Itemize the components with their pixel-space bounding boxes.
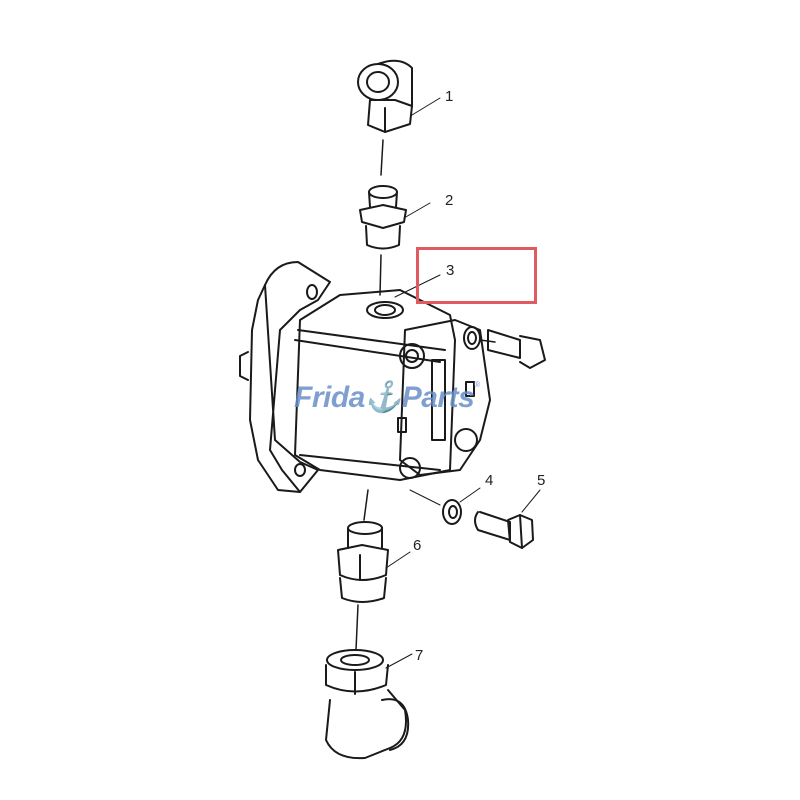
part-7-elbow-fitting xyxy=(325,649,413,760)
callout-7: 7 xyxy=(415,647,424,664)
watermark-text-right: Parts xyxy=(401,381,475,414)
highlight-box-part-3 xyxy=(416,247,537,304)
callout-6: 6 xyxy=(413,537,422,554)
watermark-text-left: Frida xyxy=(294,381,365,414)
callout-1: 1 xyxy=(445,88,454,105)
axis-line xyxy=(380,139,384,176)
part-5-bolt xyxy=(474,489,541,549)
watermark-logo: Frida⚓Parts® xyxy=(294,380,480,415)
part-3-gear-pump xyxy=(239,261,491,493)
part-2-straight-adapter xyxy=(359,185,431,250)
part-6-straight-adapter xyxy=(337,521,411,603)
callout-2: 2 xyxy=(445,192,454,209)
axis-line xyxy=(379,254,382,296)
axis-line xyxy=(409,489,441,506)
axis-line xyxy=(363,489,369,521)
watermark-anchor-icon: ⚓ xyxy=(364,381,402,414)
callout-4: 4 xyxy=(485,472,494,489)
registered-mark: ® xyxy=(474,380,480,389)
side-bolt xyxy=(487,329,546,369)
axis-line xyxy=(355,604,359,651)
callout-3: 3 xyxy=(446,262,455,279)
callout-5: 5 xyxy=(537,472,546,489)
part-1-elbow-fitting xyxy=(357,59,441,133)
part-4-washer xyxy=(442,487,481,525)
